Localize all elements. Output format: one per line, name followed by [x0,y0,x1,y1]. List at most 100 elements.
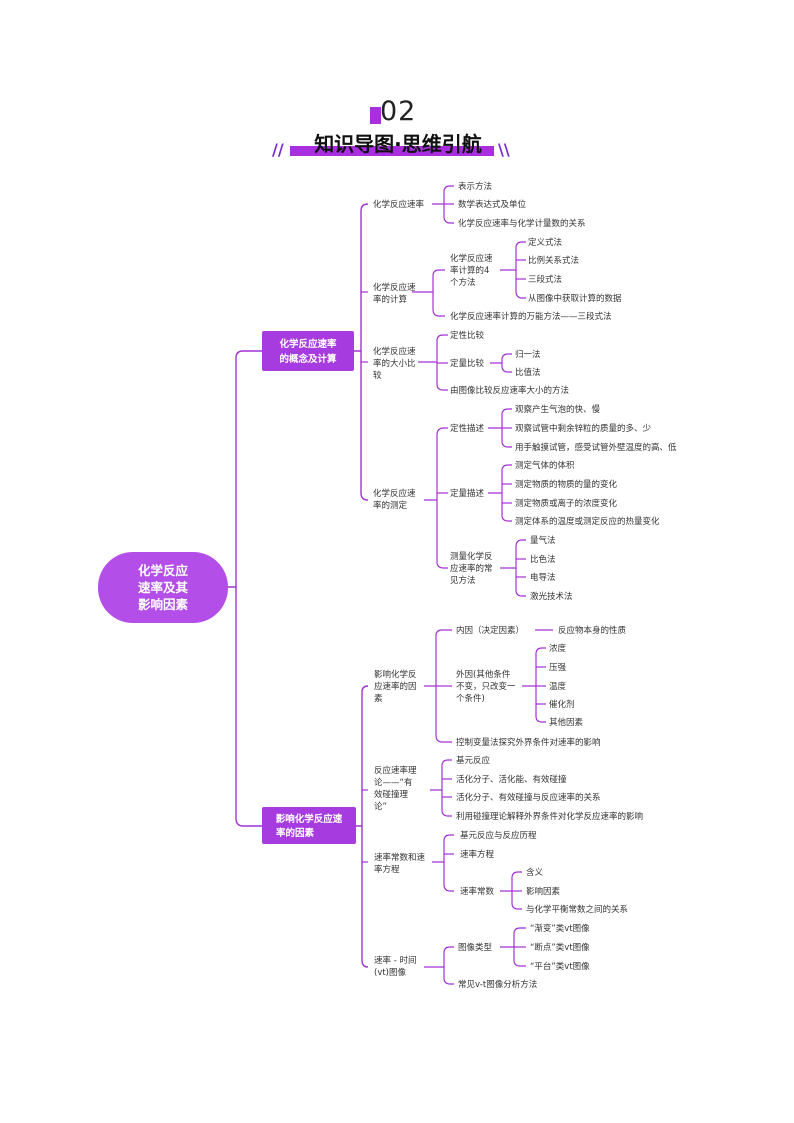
svg-text:论”: 论” [374,801,387,812]
svg-text:化学反应速: 化学反应速 [450,253,493,264]
b1-n4-sub2-item: 测定物质或离子的浓度变化 [515,498,618,509]
b1-n2-item2: 化学反应速率计算的万能方法——三段式法 [450,311,612,322]
b1-n4-sub1-item: 用手触摸试管，感受试管外壁温度的高、低 [515,442,677,453]
b1-n4-sub1-item: 观察试管中剩余锌粒的质量的多、少 [515,423,652,434]
b2-n2-item: 利用碰撞理论解释外界条件对化学反应速率的影响 [456,811,643,822]
b1-n2-sub1-label: 化学反应速 率计算的4 个方法 [450,253,493,288]
b2-n1-label: 影响化学反 应速率的因 素 [374,669,417,704]
svg-text:论——“有: 论——“有 [374,777,412,788]
svg-text:素: 素 [374,693,383,704]
svg-text:测量化学反: 测量化学反 [450,551,493,562]
b2-n3-sub3-item: 含义 [526,867,544,878]
svg-text:率的计算: 率的计算 [373,294,408,305]
b1-n2-item: 比例关系式法 [528,255,579,266]
svg-text:速率及其: 速率及其 [138,580,189,595]
svg-text:不变，只改变一: 不变，只改变一 [456,681,516,692]
b2-n1-sub2-item: 温度 [549,681,567,692]
b2-n3-sub3-item: 与化学平衡常数之间的关系 [526,904,628,915]
b2-n1-sub1-item: 反应物本身的性质 [558,625,627,636]
svg-text:率的大小比: 率的大小比 [373,358,416,369]
b1-n2-item: 三段式法 [528,274,562,285]
b1-n4-sub3-label: 测量化学反 应速率的常 见方法 [450,551,493,586]
svg-text:(vt)图像: (vt)图像 [374,967,406,978]
b2-n1-sub2-item: 浓度 [549,643,567,654]
svg-text:效碰撞理: 效碰撞理 [374,789,409,800]
b1-n3-item3: 由图像比较反应速率大小的方法 [450,385,569,396]
b1-n3-sub2-item: 归一法 [515,349,541,360]
b2-n4-sub1-item: “平台”类vt图像 [530,961,590,972]
svg-text:化学反应速: 化学反应速 [373,282,416,293]
svg-text:应速率的因: 应速率的因 [374,681,417,692]
b2-n2-item: 基元反应 [456,755,491,766]
svg-text:率计算的4: 率计算的4 [450,265,489,276]
svg-text:影响化学反: 影响化学反 [374,669,417,680]
b2-n3-item2: 速率方程 [460,849,495,860]
svg-text:影响因素: 影响因素 [138,597,189,612]
svg-text:外因(其他条件: 外因(其他条件 [456,669,511,680]
b2-n1-sub2-item: 压强 [549,663,567,673]
svg-text:个方法: 个方法 [450,277,476,288]
svg-text:速率 - 时间: 速率 - 时间 [374,955,416,966]
b2-n3-sub3-label: 速率常数 [460,886,495,897]
b2-n4-sub1-item: “断点”类vt图像 [530,942,590,953]
svg-text:率的因素: 率的因素 [276,827,315,839]
b2-n3-label: 速率常数和速 率方程 [374,852,426,875]
b2-n4-sub1-label: 图像类型 [458,942,493,953]
b2-n2-item: 活化分子、有效碰撞与反应速率的关系 [456,792,601,803]
svg-text:率方程: 率方程 [374,864,400,875]
b1-n3-sub2-label: 定量比较 [450,358,485,369]
b2-n4-item2: 常见v-t图像分析方法 [458,979,537,990]
svg-text:化学反应速率: 化学反应速率 [279,338,337,350]
b1-n1-item: 表示方法 [458,181,492,192]
svg-text:化学反应速: 化学反应速 [373,346,416,357]
b1-n4-sub2-item: 测定体系的温度或测定反应的热量变化 [515,516,660,527]
b2-n1-sub2-item: 其他因素 [549,717,584,728]
b1-n3-item1: 定性比较 [450,330,485,341]
svg-text:率的测定: 率的测定 [373,500,408,511]
b1-n2-label: 化学反应速 率的计算 [373,282,416,305]
b1-n4-sub2-label: 定量描述 [450,488,485,499]
b2-n3-sub3-item: 影响因素 [526,886,561,897]
b2-n3-item1: 基元反应与反应历程 [460,830,537,841]
b2-n2-item: 活化分子、活化能、有效碰撞 [456,774,567,785]
b2-n1-sub2-item: 催化剂 [549,699,575,710]
title-deco-left: // [272,140,284,159]
svg-text:见方法: 见方法 [450,575,476,586]
b1-n4-sub1-item: 观察产生气泡的快、慢 [515,404,601,415]
svg-text:较: 较 [373,370,382,381]
svg-text:影响化学反应速: 影响化学反应速 [276,813,343,825]
b1-n2-item: 定义式法 [528,237,562,248]
connectors [228,185,553,985]
root-node: 化学反应 速率及其 影响因素 [98,552,228,623]
branch-2-box: 影响化学反应速 率的因素 [262,807,356,844]
svg-text:的概念及计算: 的概念及计算 [279,353,337,365]
svg-text:反应速率理: 反应速率理 [374,765,417,776]
svg-text:个条件): 个条件) [456,693,485,704]
b1-n4-sub1-label: 定性描述 [450,423,485,434]
section-number: 02 [380,96,417,127]
b1-n3-label: 化学反应速 率的大小比 较 [373,346,416,381]
section-header: 02 // \\ 知识导图·思维引航 [0,0,794,170]
b1-n4-sub3-item: 激光技术法 [530,591,573,602]
b2-n4-sub1-item: “渐变”类vt图像 [530,923,590,934]
b1-n2-item: 从图像中获取计算的数据 [528,293,622,304]
b1-n4-label: 化学反应速 率的测定 [373,488,416,511]
b1-n1-label: 化学反应速率 [373,199,425,210]
b1-n4-sub2-item: 测定气体的体积 [515,460,575,471]
section-number-accent [370,107,381,124]
b2-n1-sub2-label: 外因(其他条件 不变，只改变一 个条件) [456,669,516,704]
b2-n2-label: 反应速率理 论——“有 效碰撞理 论” [374,765,417,812]
svg-text:应速率的常: 应速率的常 [450,563,493,574]
b2-n1-item3: 控制变量法探究外界条件对速率的影响 [456,737,601,748]
svg-text:化学反应: 化学反应 [138,563,189,578]
b1-n4-sub2-item: 测定物质的物质的量的变化 [515,479,618,490]
svg-text:速率常数和速: 速率常数和速 [374,852,426,863]
b1-n4-sub3-item: 电导法 [530,572,556,583]
page-title: 知识导图·思维引航 [314,132,482,156]
b1-n1-item: 数学表达式及单位 [458,199,527,210]
b2-n1-sub1-label: 内因（决定因素） [456,625,524,636]
b1-n4-sub3-item: 比色法 [530,554,556,565]
b1-n1-item: 化学反应速率与化学计量数的关系 [458,218,586,229]
b2-n4-label: 速率 - 时间 (vt)图像 [374,955,416,978]
